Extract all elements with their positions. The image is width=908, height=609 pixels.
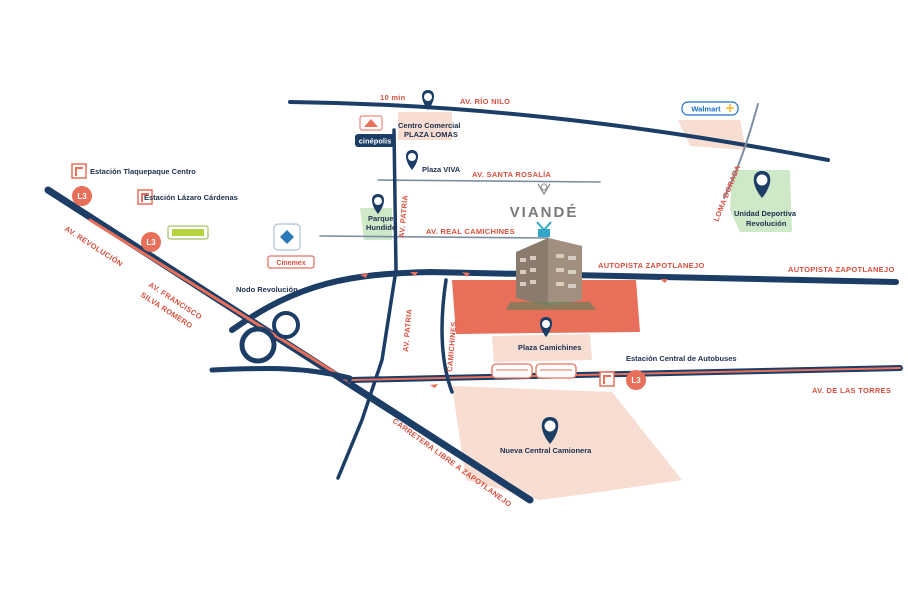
label-time: 10 min bbox=[380, 93, 406, 102]
brand-name: VIANDÉ bbox=[510, 204, 579, 221]
walmart-logo: Walmart bbox=[681, 101, 739, 116]
pin-plaza-lomas bbox=[422, 90, 434, 110]
label-tlaquepaque: Estación Tlaquepaque Centro bbox=[90, 167, 196, 176]
label-real-camichines: AV. REAL CAMICHINES bbox=[426, 227, 515, 236]
parque-hundido-park bbox=[360, 208, 392, 240]
svg-text:L3: L3 bbox=[146, 238, 156, 247]
label-nueva-central: Nueva Central Camionera bbox=[500, 446, 592, 455]
road-patria bbox=[336, 128, 398, 480]
road-loma-dorada bbox=[723, 103, 759, 199]
line-badges: L3 L3 L3 bbox=[72, 186, 646, 390]
label-patria-south: AV. PATRIA bbox=[401, 308, 414, 352]
label-plaza-lomas-2: PLAZA LOMAS bbox=[404, 130, 458, 139]
label-lazaro: Estación Lázaro Cárdenas bbox=[144, 193, 238, 202]
plaza-lomas-logo-icon bbox=[359, 115, 383, 131]
label-autopista-east: AUTOPISTA ZAPOTLANEJO bbox=[788, 265, 895, 274]
label-autopista-center: AUTOPISTA ZAPOTLANEJO bbox=[598, 261, 705, 270]
label-central-autobuses: Estación Central de Autobuses bbox=[626, 354, 737, 363]
road-santa-rosalia bbox=[377, 179, 601, 183]
viande-building bbox=[506, 238, 596, 310]
svg-text:L3: L3 bbox=[77, 192, 87, 201]
road-link-nodo bbox=[209, 366, 353, 381]
label-camichines-vertical: CAMICHINES bbox=[445, 321, 458, 372]
pin-plaza-camichines bbox=[540, 317, 552, 337]
place-labels: Centro Comercial PLAZA LOMAS Plaza VIVA … bbox=[90, 121, 797, 455]
viande-logo: VIANDÉ bbox=[510, 183, 579, 237]
plaza-camichines-zone bbox=[492, 334, 592, 362]
svg-text:Cinemex: Cinemex bbox=[276, 260, 305, 267]
label-rio-nilo: AV. RÍO NILO bbox=[460, 97, 510, 106]
plaza-lomas-zone bbox=[398, 112, 452, 140]
road-de-las-torres-accent bbox=[351, 367, 901, 381]
road-camichines-vertical bbox=[440, 278, 454, 394]
pin-unidad-deportiva bbox=[753, 171, 771, 198]
l3-badge-lazaro-icon: L3 bbox=[141, 232, 161, 252]
label-nodo-revolucion: Nodo Revolución bbox=[236, 285, 298, 294]
label-unidad-2: Revolución bbox=[746, 219, 787, 228]
unidad-deportiva-park bbox=[730, 170, 792, 232]
nueva-central-zone bbox=[452, 386, 682, 500]
label-santa-rosalia: AV. SANTA ROSALÍA bbox=[472, 170, 552, 179]
pins bbox=[372, 90, 771, 444]
green-store-logo bbox=[167, 225, 209, 240]
cinepolis-logo: cinépolis bbox=[355, 134, 395, 147]
pin-nueva-central bbox=[541, 417, 559, 444]
label-parque-1: Parque bbox=[368, 214, 393, 223]
label-plaza-viva: Plaza VIVA bbox=[422, 165, 461, 174]
label-unidad-1: Unidad Deportiva bbox=[734, 209, 797, 218]
l3-badge-central-icon: L3 bbox=[626, 370, 646, 390]
sams-logo bbox=[273, 223, 301, 251]
svg-text:Walmart: Walmart bbox=[691, 105, 721, 114]
direction-arrows bbox=[360, 272, 668, 388]
svg-text:cinépolis: cinépolis bbox=[359, 137, 392, 146]
label-patria-north: AV. PATRIA bbox=[397, 194, 410, 238]
label-parque-2: Hundido bbox=[366, 223, 397, 232]
bus-illustration bbox=[491, 363, 577, 379]
road-silva-romero-accent bbox=[88, 218, 352, 384]
cinemex-logo: Cinemex bbox=[267, 255, 315, 269]
label-plaza-lomas-1: Centro Comercial bbox=[398, 121, 461, 130]
roundabout-nodo-inner bbox=[272, 311, 300, 339]
pin-plaza-viva bbox=[406, 150, 418, 170]
label-de-las-torres: AV. DE LAS TORRES bbox=[812, 386, 891, 395]
l3-badge-west-icon: L3 bbox=[72, 186, 92, 206]
roundabout-nodo bbox=[239, 326, 277, 364]
road-rio-nilo bbox=[288, 100, 830, 162]
pin-parque-hundido bbox=[372, 194, 384, 214]
road-real-camichines bbox=[319, 235, 549, 239]
train-station-icon bbox=[71, 163, 615, 387]
label-plaza-camichines: Plaza Camichines bbox=[518, 343, 581, 352]
svg-text:L3: L3 bbox=[631, 376, 641, 385]
